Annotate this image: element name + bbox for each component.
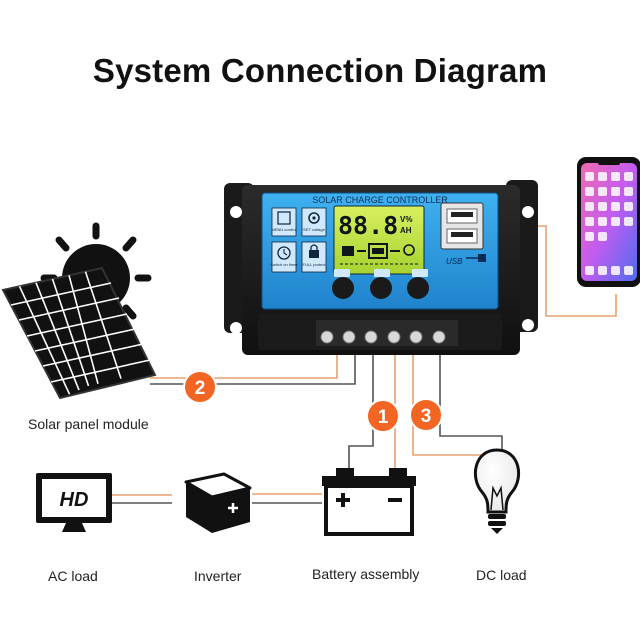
label-dc-load: DC load bbox=[476, 567, 527, 583]
controller-title: SOLAR CHARGE CONTROLLER bbox=[312, 195, 448, 205]
usb-ports: USB bbox=[440, 202, 486, 266]
terminal-1 bbox=[320, 330, 334, 344]
lcd-battery-icon bbox=[368, 243, 388, 259]
wire-solar-pos bbox=[150, 345, 356, 385]
label-inverter: Inverter bbox=[194, 568, 242, 584]
phone-app-icons bbox=[585, 172, 633, 275]
tv-hd-text: HD bbox=[60, 489, 89, 511]
page-title: System Connection Diagram bbox=[92, 52, 548, 89]
label-battery: Battery assembly bbox=[312, 566, 420, 582]
terminal-strip bbox=[258, 314, 502, 350]
inverter-icon bbox=[184, 472, 252, 533]
label-solar-panel: Solar panel module bbox=[28, 416, 149, 432]
wire-dc-pos bbox=[439, 345, 503, 450]
terminal-5 bbox=[409, 330, 423, 344]
light-bulb-icon bbox=[473, 448, 521, 534]
wire-battery-neg bbox=[348, 345, 374, 468]
terminal-4 bbox=[387, 330, 401, 344]
step-badge-2: 2 bbox=[183, 370, 217, 404]
svg-text:1: 1 bbox=[378, 407, 389, 428]
icon-grid: MENU control SET voltage Switch on timer… bbox=[270, 207, 327, 273]
wires bbox=[112, 225, 617, 504]
lcd-unit-top: V% bbox=[400, 215, 412, 224]
usb-label: USB bbox=[446, 257, 463, 266]
step-badge-1: 1 bbox=[366, 399, 400, 433]
terminal-2 bbox=[342, 330, 356, 344]
gear-icon bbox=[308, 212, 320, 224]
clock-icon bbox=[277, 246, 291, 260]
svg-text:MENU control: MENU control bbox=[272, 227, 297, 232]
panel-grid bbox=[10, 271, 151, 395]
svg-text:2: 2 bbox=[195, 378, 206, 399]
menu-button[interactable] bbox=[332, 277, 354, 299]
control-buttons bbox=[332, 269, 429, 299]
smartphone bbox=[577, 157, 640, 287]
battery-icon bbox=[322, 468, 416, 536]
svg-text:SET voltage: SET voltage bbox=[303, 227, 325, 232]
svg-text:Switch on timer: Switch on timer bbox=[270, 262, 298, 267]
svg-text:FULL protect: FULL protect bbox=[303, 262, 327, 267]
lcd-display: 88.8 V% AH bbox=[333, 205, 425, 275]
step-badge-3: 3 bbox=[409, 398, 443, 432]
lock-icon bbox=[309, 250, 319, 258]
up-button[interactable] bbox=[370, 277, 392, 299]
lcd-bulb-icon bbox=[403, 244, 415, 256]
terminal-6 bbox=[432, 330, 446, 344]
lcd-unit-bottom: AH bbox=[400, 226, 412, 235]
solar-panel bbox=[1, 222, 157, 400]
lcd-panel-icon bbox=[342, 246, 354, 256]
down-button[interactable] bbox=[407, 277, 429, 299]
lcd-value: 88.8 bbox=[338, 211, 398, 240]
terminal-3 bbox=[364, 330, 378, 344]
svg-text:3: 3 bbox=[421, 406, 432, 427]
menu-icon bbox=[277, 211, 291, 225]
label-ac-load: AC load bbox=[48, 568, 98, 584]
tv-icon: HD bbox=[36, 473, 112, 532]
charge-controller: SOLAR CHARGE CONTROLLER MENU control SET… bbox=[224, 180, 538, 355]
